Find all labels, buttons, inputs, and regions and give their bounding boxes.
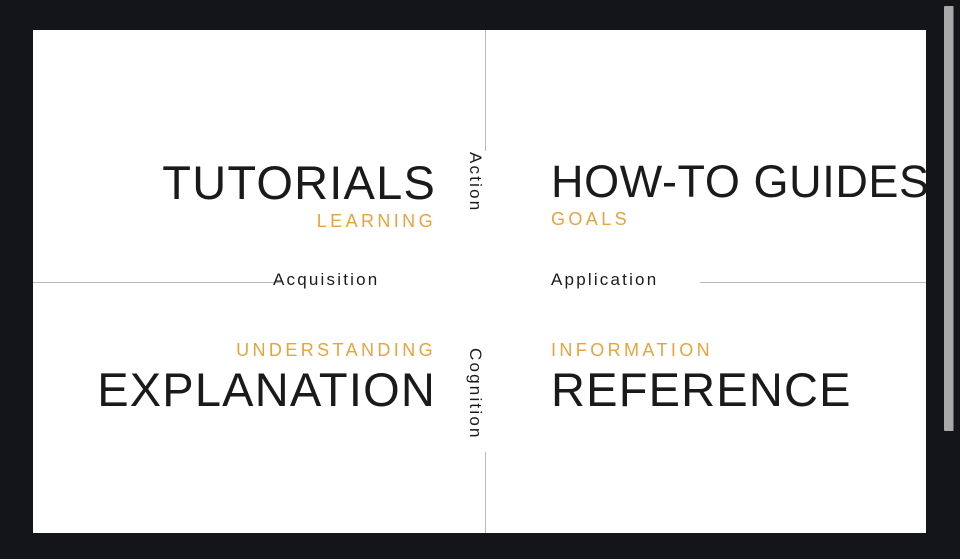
quadrant-subtitle-goals: GOALS (551, 209, 631, 230)
axis-label-acquisition: Acquisition (273, 270, 380, 289)
vertical-scrollbar-track[interactable] (936, 0, 960, 559)
quadrant-subtitle-understanding: UNDERSTANDING (236, 340, 436, 360)
quadrant-subtitle-learning: LEARNING (316, 211, 436, 232)
quadrant-title-explanation: EXPLANATION (97, 363, 436, 416)
axis-label-action: Action (466, 152, 485, 213)
quadrant-title-reference: REFERENCE (551, 363, 852, 416)
quadrant-reference: INFORMATION REFERENCE (551, 340, 941, 414)
quadrant-title-tutorials: TUTORIALS (162, 156, 436, 209)
vertical-axis-line-bottom (485, 452, 486, 533)
horizontal-axis-line-right (700, 282, 926, 283)
quadrant-explanation: UNDERSTANDING EXPLANATION (46, 340, 436, 414)
quadrant-tutorials: TUTORIALS LEARNING (46, 158, 436, 232)
quadrant-how-to-guides: HOW-TO GUIDES GOALS (551, 158, 941, 230)
vertical-axis-line-top (485, 30, 486, 151)
axis-label-cognition: Cognition (466, 348, 485, 440)
axis-label-application: Application (551, 270, 659, 289)
vertical-scrollbar-thumb[interactable] (944, 6, 954, 431)
horizontal-axis-line-left (33, 282, 281, 283)
quadrant-subtitle-information: INFORMATION (551, 340, 714, 360)
quadrant-title-how-to-guides: HOW-TO GUIDES (551, 156, 930, 207)
diataxis-quadrant-diagram: Acquisition Application Action Cognition… (33, 30, 929, 533)
